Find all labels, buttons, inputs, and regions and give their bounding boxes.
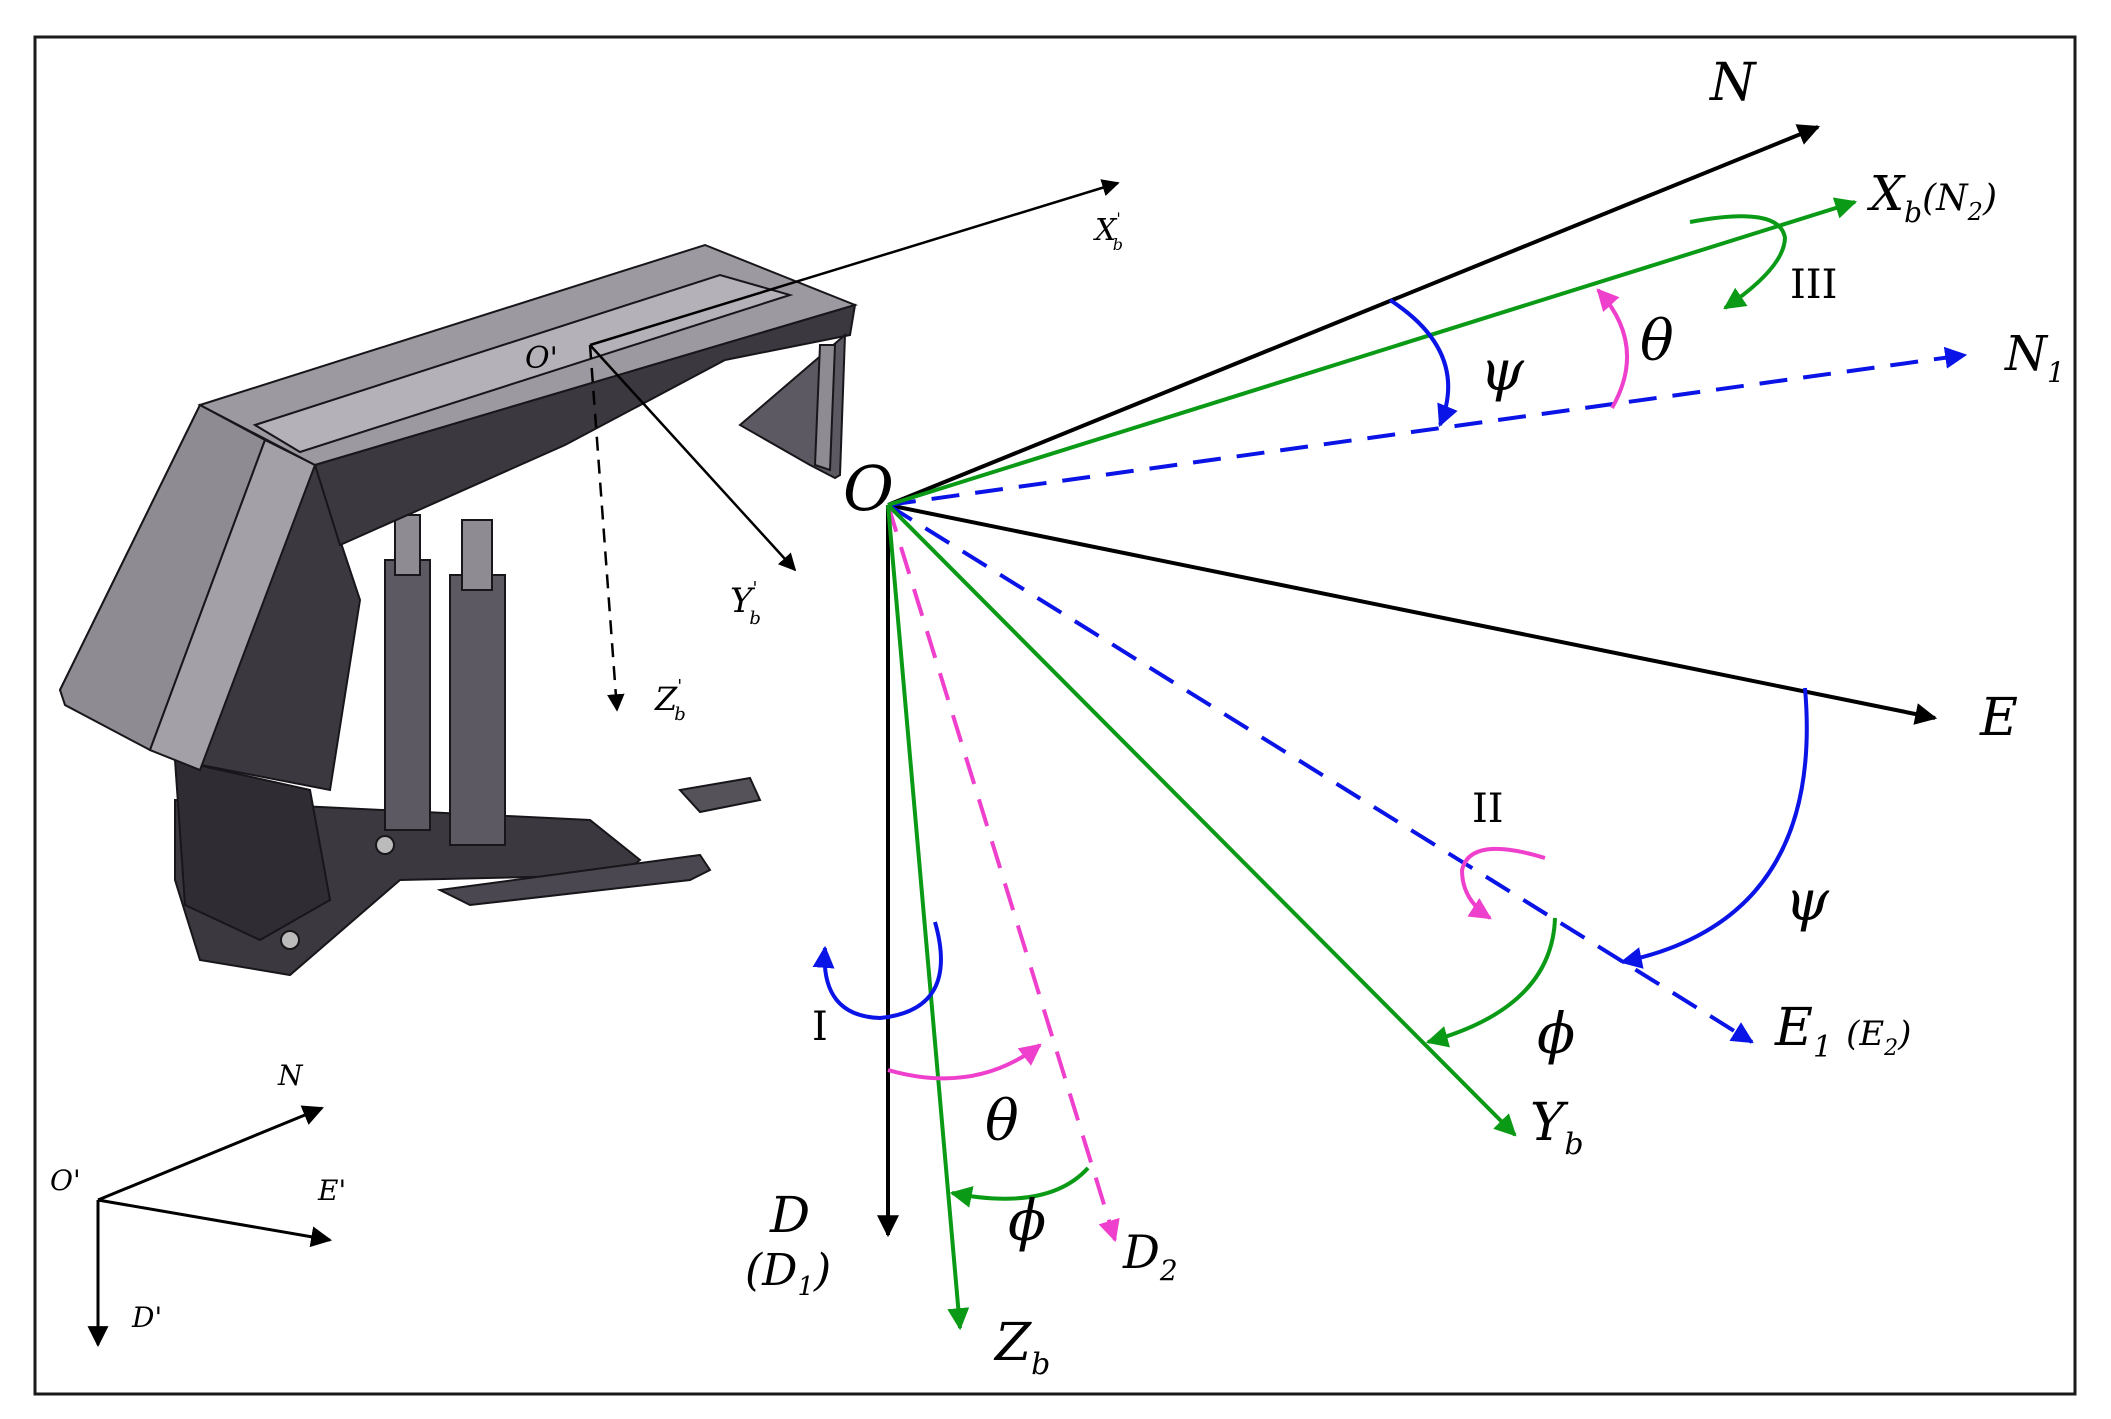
- xb-paren-subscript: 2: [1967, 198, 1983, 226]
- support-y-label: Y'b: [730, 578, 761, 629]
- support-pin: [280, 930, 300, 950]
- support-x-prime: ': [1116, 209, 1120, 228]
- main-axes: [877, 124, 1968, 1331]
- east-label: E: [1979, 688, 2018, 748]
- d2-label: D2: [1122, 1225, 1178, 1287]
- support-end-bracket: [678, 776, 762, 814]
- ref-down-label: D': [131, 1301, 162, 1334]
- xb-label: Xb(N2): [1866, 166, 1997, 229]
- e1-paren-close: ): [1897, 1014, 1911, 1054]
- xb-axis: [887, 197, 1858, 507]
- support-x-axis: [589, 179, 1120, 347]
- support-z-sub: b: [674, 704, 686, 725]
- support-canopy-side: [313, 303, 857, 547]
- rotation-indicator-3: [1689, 214, 1788, 310]
- rotation-3-label: III: [1790, 262, 1837, 308]
- e1-label: E1(E2): [1774, 998, 1911, 1065]
- n1-subscript: 1: [2047, 356, 2065, 389]
- theta-label-bottom: θ: [985, 1089, 1019, 1154]
- n1-label: N1: [2004, 326, 2065, 389]
- e1-paren-subscript: 2: [1883, 1036, 1898, 1061]
- support-canopy-top-strip: [252, 273, 794, 454]
- ref-north-label: N: [277, 1059, 304, 1092]
- xb-paren-label: (N: [1922, 178, 1969, 219]
- zb-label: Zb: [993, 1313, 1050, 1382]
- d2-subscript: 2: [1159, 1254, 1178, 1287]
- ground-reference-frame: O' N E' D': [50, 1059, 346, 1348]
- support-body-frame: O' X'b Y'b Z'b: [525, 179, 1123, 725]
- north-axis: [887, 124, 1821, 507]
- theta-arc-top: [1596, 288, 1630, 409]
- support-x-label: X'b: [1093, 209, 1123, 254]
- psi-arc-north: [1388, 298, 1458, 428]
- support-origin-label: O': [525, 341, 558, 376]
- ref-north-axis: [97, 1105, 324, 1202]
- ref-origin-label: O': [50, 1164, 81, 1197]
- psi-label-east: ψ: [1785, 869, 1830, 934]
- psi-label-top: ψ: [1480, 339, 1525, 404]
- rotation-2-label: II: [1472, 786, 1504, 832]
- figure-frame: [33, 35, 2077, 1396]
- rotation-arcs: [812, 214, 1809, 1208]
- support-z-label: Z'b: [654, 676, 686, 725]
- zb-axis: [886, 504, 970, 1331]
- down-label: D: [769, 1186, 810, 1244]
- axis-labels: O N E N1 Xb(N2) Yb Zb D2 D (D1) E1(E2): [745, 53, 2065, 1382]
- e1-subscript: 1: [1813, 1030, 1832, 1065]
- e1-paren-label: (E: [1846, 1014, 1884, 1054]
- support-base-rail: [436, 853, 712, 907]
- phi-arc-bottom: [949, 1166, 1090, 1208]
- support-z-axis: [588, 344, 625, 712]
- psi-arc-east: [1619, 687, 1809, 969]
- support-tail-shield-edge: [813, 344, 837, 472]
- hydraulic-support-model: [58, 243, 859, 977]
- ref-east-label: E': [317, 1174, 346, 1207]
- rotation-1-label: I: [812, 1004, 828, 1050]
- support-y-sub: b: [749, 608, 761, 629]
- rotation-indicator-2: [1459, 846, 1546, 920]
- down-paren-label: (D1): [745, 1245, 831, 1302]
- rotation-indicator-1: [812, 921, 943, 1021]
- angle-labels: ψ θ ψ ϕ θ ϕ I II III: [812, 262, 1837, 1254]
- support-leg-rod: [461, 519, 493, 591]
- support-y-prime: ': [752, 578, 757, 599]
- support-z-prime: ': [677, 676, 682, 697]
- n1-axis: [887, 346, 1968, 507]
- yb-axis: [886, 503, 1517, 1137]
- zb-subscript: b: [1031, 1347, 1050, 1382]
- phi-label-east: ϕ: [1537, 1002, 1575, 1067]
- theta-label-top: θ: [1640, 309, 1674, 374]
- support-leg-rod: [394, 514, 421, 576]
- east-axis: [887, 503, 1938, 725]
- down-paren-subscript: 1: [797, 1272, 814, 1302]
- phi-label-bottom: ϕ: [1008, 1189, 1046, 1254]
- phi-arc-east: [1425, 917, 1557, 1048]
- yb-subscript: b: [1564, 1127, 1583, 1162]
- xb-subscript: b: [1904, 196, 1922, 229]
- down-paren-close: ): [813, 1245, 831, 1296]
- e1-axis: [886, 503, 1754, 1044]
- yb-label: Yb: [1530, 1093, 1584, 1162]
- support-leg: [449, 574, 506, 846]
- d2-axis: [886, 504, 1120, 1243]
- support-pin: [375, 835, 395, 855]
- support-leg: [384, 559, 431, 831]
- ref-east-axis: [97, 1198, 333, 1248]
- north-label: N: [1708, 53, 1757, 113]
- xb-paren-close: ): [1982, 178, 1997, 219]
- support-y-axis: [589, 344, 797, 572]
- support-linkage: [173, 758, 332, 942]
- theta-arc-bottom: [887, 1043, 1042, 1081]
- support-x-sub: b: [1113, 235, 1123, 254]
- origin-label: O: [843, 452, 894, 525]
